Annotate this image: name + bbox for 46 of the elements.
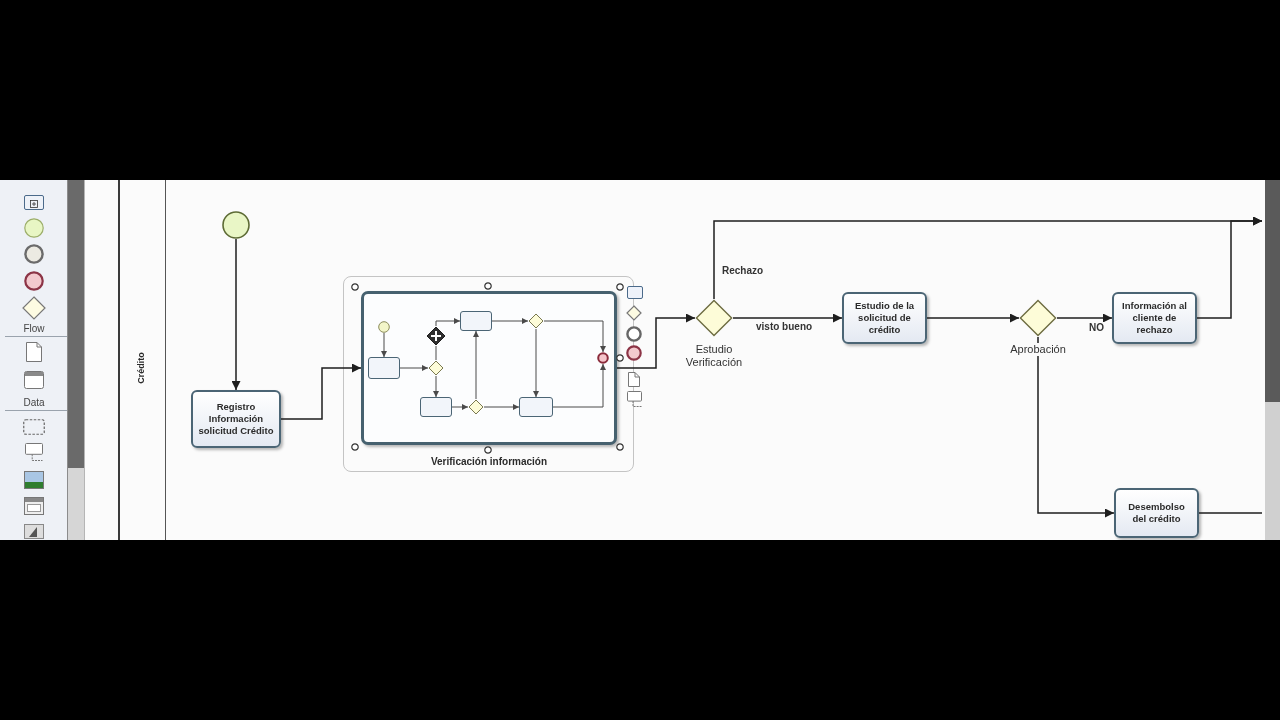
edge-label: Rechazo xyxy=(721,265,765,277)
section-label: Data xyxy=(22,397,46,409)
task-box: Desembolso del crédito xyxy=(1114,488,1199,538)
lane-label: Crédito xyxy=(136,352,146,384)
task-box xyxy=(368,357,400,379)
connector-line xyxy=(435,345,437,361)
flow-arrow xyxy=(1056,313,1113,323)
gateway-diamond xyxy=(528,313,544,329)
flow-arrow xyxy=(473,330,479,400)
flow-arrow xyxy=(533,328,539,398)
flow-arrow xyxy=(381,332,387,358)
subprocess-box xyxy=(361,291,617,445)
flow-arrow xyxy=(280,363,362,420)
complex-gateway-diamond xyxy=(426,326,446,346)
start-event-circle xyxy=(378,321,390,333)
flow-arrow xyxy=(732,313,843,323)
edge-label: NO xyxy=(1088,322,1105,334)
edge-label: visto bueno xyxy=(755,321,814,333)
gateway-diamond xyxy=(695,299,733,337)
flow-arrow xyxy=(926,313,1020,323)
flow-arrow xyxy=(451,404,469,410)
subprocess-label: Verificación información xyxy=(429,455,549,467)
gateway-diamond xyxy=(428,360,444,376)
task-box xyxy=(460,311,492,331)
flow-arrow xyxy=(616,313,696,369)
gateway-diamond xyxy=(1019,299,1057,337)
flow-arrow xyxy=(231,238,241,391)
flow-arrow xyxy=(483,404,520,410)
flow-arrow xyxy=(1196,216,1263,319)
flow-arrow xyxy=(543,320,606,353)
task-box xyxy=(420,397,452,417)
task-box: Estudio de la solicitud de crédito xyxy=(842,292,927,344)
flow-arrow xyxy=(399,365,429,371)
flow-arrow xyxy=(552,363,606,408)
gateway-diamond xyxy=(468,399,484,415)
flow-arrow xyxy=(433,375,439,398)
flow-arrow xyxy=(491,318,529,324)
flow-arrow xyxy=(1037,336,1115,518)
flow-arrow xyxy=(435,318,461,327)
start-event-circle xyxy=(222,211,250,239)
task-box xyxy=(519,397,553,417)
task-box: Registro Información solicitud Crédito xyxy=(191,390,281,448)
section-label: Flow xyxy=(22,323,46,335)
connector-line xyxy=(1198,512,1263,514)
end-event-circle xyxy=(597,352,609,364)
task-box: Información al cliente de rechazo xyxy=(1112,292,1197,344)
